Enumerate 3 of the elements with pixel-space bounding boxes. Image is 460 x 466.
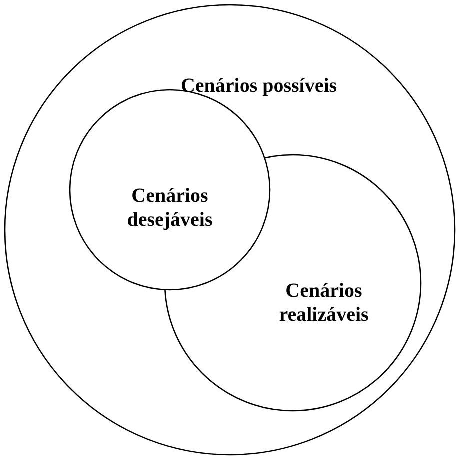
circle-label: Cenários possíveis <box>180 74 338 98</box>
circle-label: Cenários realizáveis <box>278 279 370 327</box>
circle-label: Cenários desejáveis <box>126 184 214 232</box>
